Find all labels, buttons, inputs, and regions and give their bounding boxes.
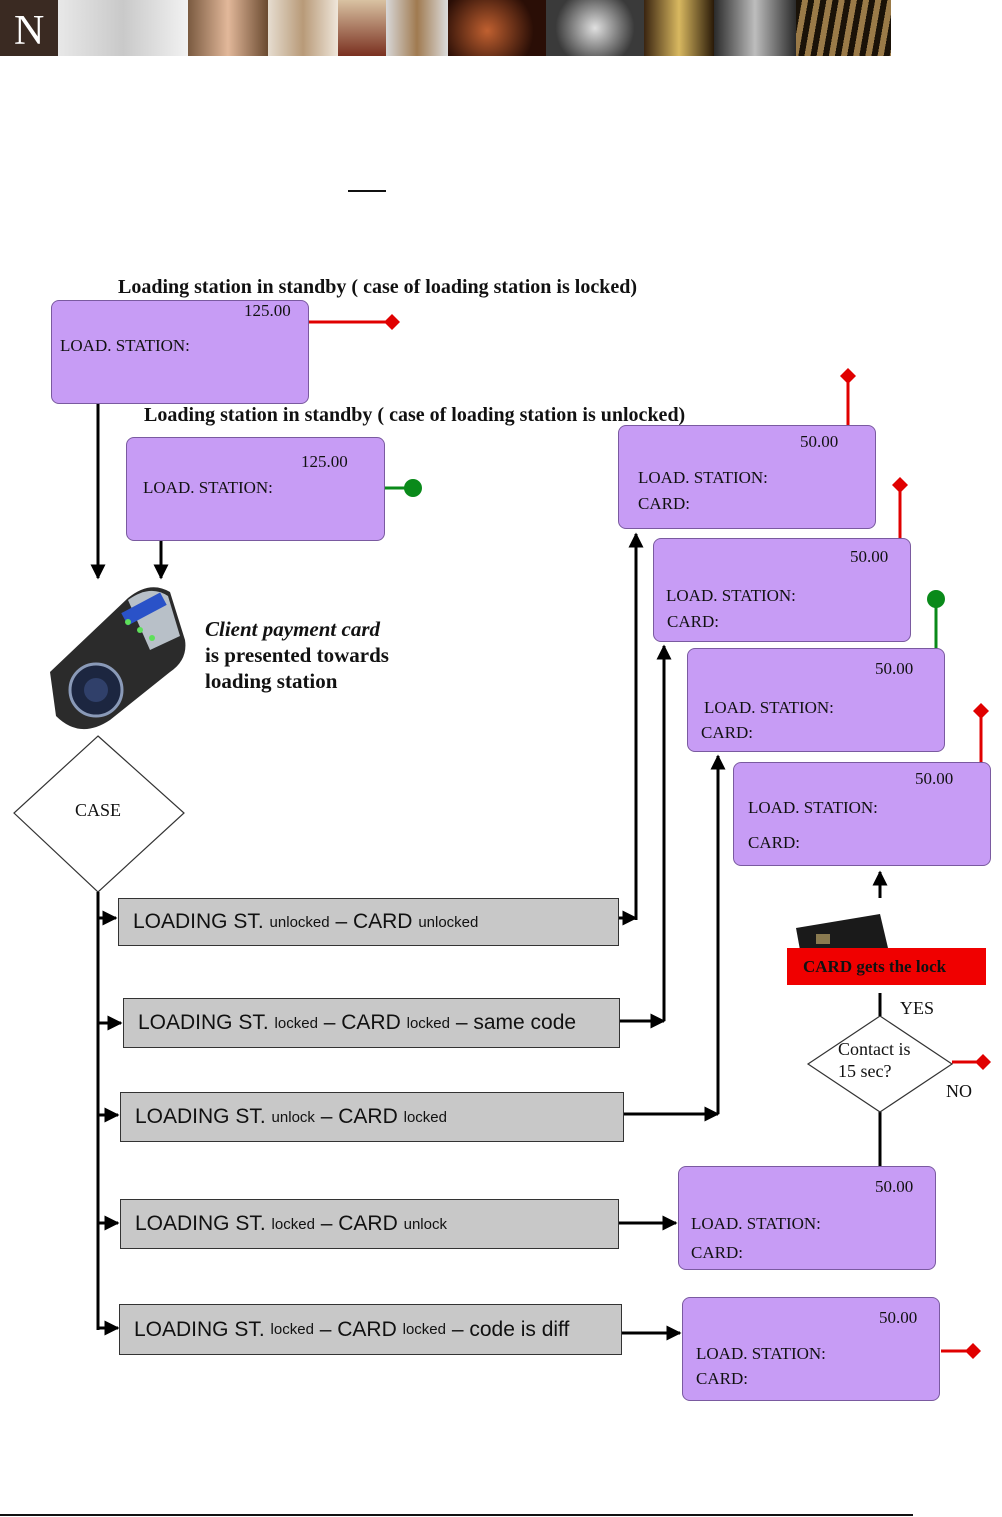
case-tail: – code is diff [451, 1317, 570, 1341]
case-st-state: locked [274, 1014, 318, 1032]
screen-state-b: 50.00 LOAD. STATION: CARD: [653, 538, 911, 642]
underline-mark [348, 190, 386, 192]
red-diamond-marker [384, 314, 400, 330]
nespresso-logo-icon: N [14, 8, 44, 54]
banner-photo [386, 0, 448, 56]
card-label: CARD: [638, 494, 690, 513]
case-st-state: locked [271, 1215, 315, 1233]
banner-photo [546, 0, 644, 56]
header-banner: N [0, 0, 911, 56]
amount: 50.00 [879, 1308, 918, 1327]
card-label: CARD: [667, 612, 719, 631]
case-card-state: locked [406, 1014, 450, 1032]
amount: 50.00 [850, 547, 889, 566]
banner-photo [188, 0, 268, 56]
contact-decision-diamond [806, 1015, 954, 1113]
banner-photo [448, 0, 546, 56]
load-station-label: LOAD. STATION: [638, 468, 768, 487]
case-st-state: locked [270, 1321, 314, 1338]
banner-photo [58, 0, 188, 56]
load-station-label: LOAD. STATION: [666, 586, 796, 605]
decision-yes: YES [900, 998, 935, 1018]
decision-line-1: Contact is [838, 1039, 911, 1059]
load-station-label: LOAD. STATION: [143, 478, 273, 497]
case-card-state: locked [402, 1321, 446, 1338]
amount: 125.00 [244, 301, 291, 320]
note-line-1: Client payment card [205, 617, 380, 641]
case-box-4: LOADING ST. locked – CARD unlock [120, 1199, 619, 1249]
footer-rule [0, 1514, 913, 1516]
case-st: LOADING ST. [133, 910, 264, 933]
card-lock-banner: CARD gets the lock [787, 948, 986, 985]
title-locked-standby: Loading station in standby ( case of loa… [118, 276, 637, 298]
case-label: CASE [74, 800, 121, 820]
load-station-label: LOAD. STATION: [704, 698, 834, 717]
case-card-state: unlocked [418, 913, 479, 931]
note-line-3: loading station [205, 669, 338, 693]
case-card: – CARD [320, 1212, 398, 1235]
case-card: – CARD [319, 1317, 397, 1341]
case-box-1: LOADING ST. unlocked – CARD unlocked [118, 898, 619, 946]
card-label: CARD: [696, 1369, 748, 1388]
banner-photo [644, 0, 714, 56]
load-station-label: LOAD. STATION: [60, 336, 190, 355]
banner-photo [714, 0, 796, 56]
case-st: LOADING ST. [135, 1212, 266, 1235]
svg-text:N: N [14, 8, 44, 54]
case-card: – CARD [335, 910, 413, 933]
load-station-label: LOAD. STATION: [748, 798, 878, 817]
card-label: CARD: [691, 1243, 743, 1262]
decision-no: NO [946, 1081, 972, 1101]
screen-state-a: 50.00 LOAD. STATION: CARD: [618, 425, 876, 529]
green-dot-marker [404, 479, 422, 497]
banner-photo [338, 0, 386, 56]
case-st: LOADING ST. [138, 1011, 269, 1034]
case-card-state: locked [403, 1108, 447, 1126]
case-st-state: unlocked [269, 913, 330, 931]
note-line-2: is presented towards [205, 643, 389, 667]
amount: 50.00 [875, 1177, 914, 1196]
load-station-label: LOAD. STATION: [696, 1344, 826, 1363]
banner-photo [268, 0, 338, 56]
screen-unlocked-standby: 125.00 LOAD. STATION: [126, 437, 385, 541]
decision-line-2: 15 sec? [838, 1061, 892, 1081]
card-label: CARD: [748, 833, 800, 852]
case-box-2: LOADING ST. locked – CARD locked – same … [123, 998, 620, 1048]
case-st: LOADING ST. [135, 1105, 266, 1128]
amount: 50.00 [800, 432, 839, 451]
case-card: – CARD [323, 1011, 401, 1034]
screen-locked-standby: 125.00 LOAD. STATION: [51, 300, 309, 404]
screen-state-f: 50.00 LOAD. STATION: CARD: [682, 1297, 940, 1401]
case-tail: – same code [455, 1011, 577, 1034]
screen-state-e: 50.00 LOAD. STATION: CARD: [678, 1166, 936, 1270]
payment-card-image [796, 914, 888, 950]
title-unlocked-standby: Loading station in standby ( case of loa… [144, 404, 686, 426]
amount: 125.00 [301, 452, 348, 471]
card-label: CARD: [701, 723, 753, 742]
case-st: LOADING ST. [134, 1317, 265, 1341]
screen-state-c: 50.00 LOAD. STATION: CARD: [687, 648, 945, 752]
case-card: – CARD [320, 1105, 398, 1128]
card-reader-device [50, 587, 186, 730]
amount: 50.00 [915, 769, 954, 788]
banner-photo [796, 0, 891, 56]
amount: 50.00 [875, 659, 914, 678]
case-card-state: unlock [403, 1215, 447, 1233]
case-box-5: LOADING ST. locked – CARD locked – code … [119, 1304, 622, 1355]
case-box-3: LOADING ST. unlock – CARD locked [120, 1092, 624, 1142]
screen-state-d: 50.00 LOAD. STATION: CARD: [733, 762, 991, 866]
case-st-state: unlock [271, 1108, 315, 1126]
logo-tile: N [0, 0, 58, 56]
load-station-label: LOAD. STATION: [691, 1214, 821, 1233]
client-card-note: Client payment card is presented towards… [205, 616, 389, 694]
